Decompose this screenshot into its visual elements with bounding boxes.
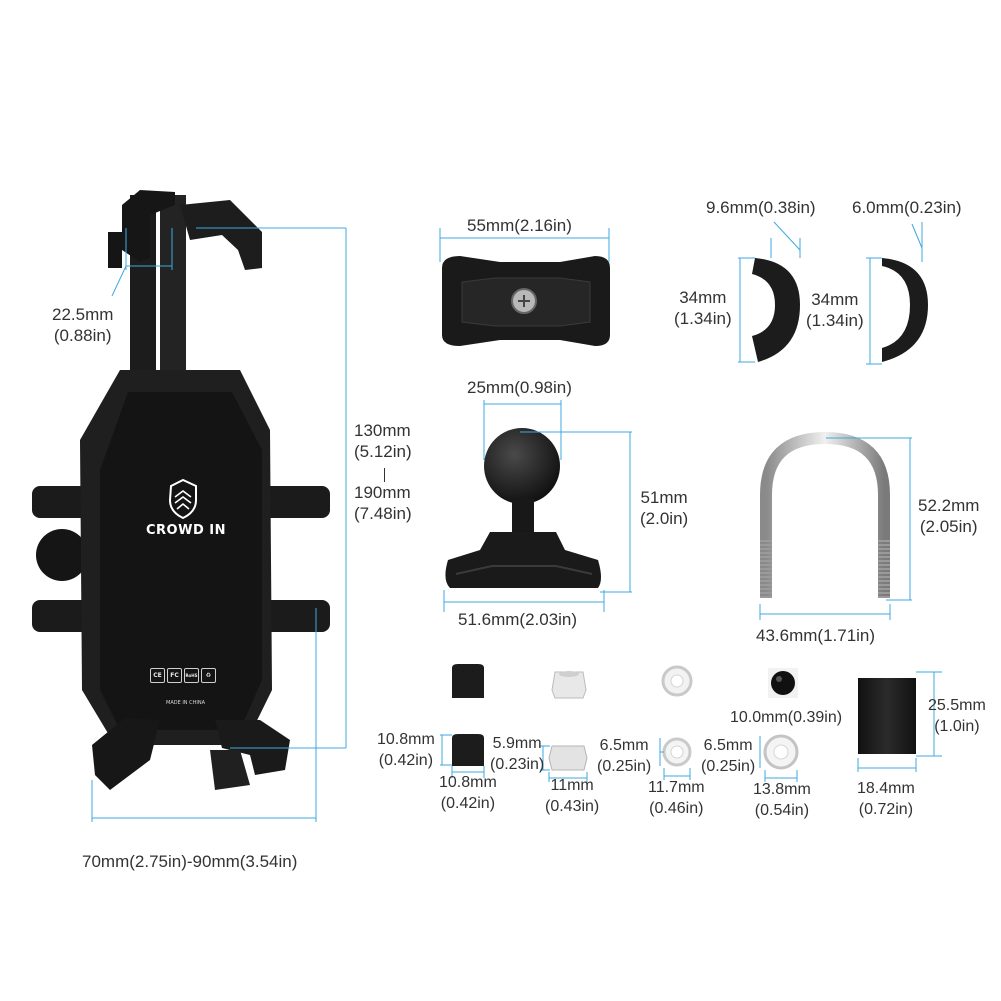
height-range-divider: [384, 468, 385, 482]
pad2-thickness-label: 6.0mm(0.23in): [852, 198, 962, 217]
u-bolt-height-label: 52.2mm (2.05in): [918, 496, 980, 536]
rubber-pads-image: [752, 258, 928, 362]
clamp-block-width-label: 55mm(2.16in): [467, 216, 572, 235]
phone-holder-image: [32, 190, 330, 790]
ball-base-height-label: 51mm (2.0in): [640, 488, 689, 528]
fc-mark-icon: FC: [167, 668, 182, 683]
nut-width-label: 11mm (0.43in): [545, 777, 600, 815]
u-bolt-image: [760, 431, 890, 598]
pad-height-label: 25.5mm (1.0in): [928, 697, 986, 735]
washer-large-thickness-label: 6.5mm (0.25in): [701, 737, 756, 775]
holder-width-range-label: 70mm(2.75in)-90mm(3.54in): [82, 852, 298, 871]
holder-arm-width-label: 22.5mm (0.88in): [52, 305, 114, 345]
washer-small-diameter-label: 11.7mm (0.46in): [648, 779, 705, 817]
holder-closed-height-label: 130mm (5.12in): [354, 421, 412, 461]
u-bolt-width-label: 43.6mm(1.71in): [756, 626, 876, 645]
clamp-block-image: [442, 256, 610, 346]
pad1-thickness-label: 9.6mm(0.38in): [706, 198, 816, 217]
pad1-height-label: 34mm (1.34in): [674, 288, 732, 328]
ball-base-width-label: 51.6mm(2.03in): [458, 610, 578, 629]
washer-large-diameter-label: 13.8mm (0.54in): [753, 781, 811, 819]
dimension-lines: [91, 221, 942, 822]
rohs-mark-icon: RoHS: [184, 668, 199, 683]
small-parts-image: [452, 664, 916, 771]
made-in-text: MADE IN CHINA: [166, 700, 206, 706]
recycle-mark-icon: ♻: [201, 668, 216, 683]
cap-height-label: 10.8mm (0.42in): [377, 731, 435, 769]
brand-logo-text: CROWD IN: [146, 523, 226, 538]
ball-base-image: [445, 428, 601, 588]
pad-width-label: 18.4mm (0.72in): [857, 780, 915, 818]
pad2-height-label: 34mm (1.34in): [806, 290, 864, 330]
ball-diameter-label: 25mm(0.98in): [467, 378, 572, 397]
washer-small-thickness-label: 6.5mm (0.25in): [597, 737, 652, 775]
cap-width-label: 10.8mm (0.42in): [439, 774, 497, 812]
ce-mark-icon: CE: [150, 668, 165, 683]
holder-open-height-label: 190mm (7.48in): [354, 483, 412, 523]
dot-diameter-label: 10.0mm(0.39in): [730, 709, 843, 726]
nut-height-label: 5.9mm (0.23in): [490, 735, 545, 773]
